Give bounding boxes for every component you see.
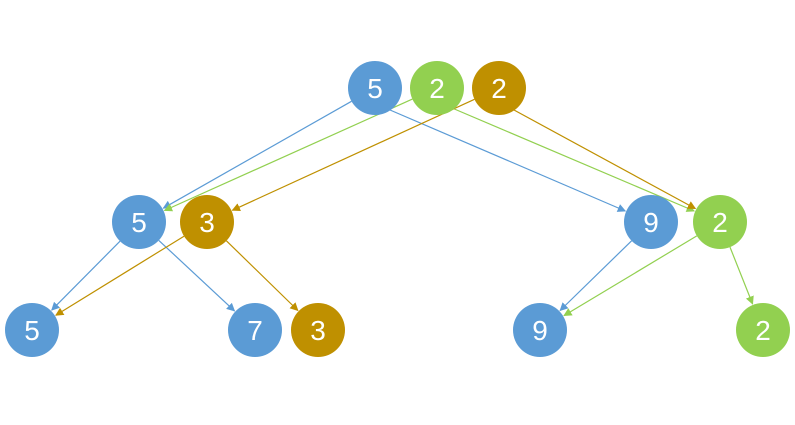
node-label: 7 <box>247 315 263 346</box>
node-circle <box>513 303 567 357</box>
edge-right-green-to-right-right-green <box>729 246 754 305</box>
node-root-gold: 2 <box>472 61 526 115</box>
node-right-right-green: 2 <box>736 303 790 357</box>
edge-root-gold-to-right-green <box>513 109 697 210</box>
node-label: 3 <box>199 207 215 238</box>
node-label: 2 <box>755 315 771 346</box>
node-label: 5 <box>24 315 40 346</box>
node-label: 9 <box>532 315 548 346</box>
node-label: 5 <box>367 73 383 104</box>
node-circle <box>624 195 678 249</box>
edge-root-green-to-right-green <box>451 107 695 212</box>
edge-root-gold-to-left-gold <box>231 98 475 211</box>
edge-right-green-to-right-left-blue <box>563 235 698 317</box>
edge-root-green-to-left-blue <box>163 98 413 212</box>
node-left-blue: 5 <box>112 195 166 249</box>
node-right-green: 2 <box>693 195 747 249</box>
node-label: 2 <box>429 73 445 104</box>
node-right-blue: 9 <box>624 195 678 249</box>
edge-left-gold-to-left-right-gold <box>225 240 299 312</box>
node-left-right-blue: 7 <box>228 303 282 357</box>
edge-left-blue-to-left-right-blue <box>158 239 236 312</box>
nodes-layer: 5 2 2 5 3 9 2 5 7 3 9 2 <box>5 61 790 357</box>
node-label: 2 <box>712 207 728 238</box>
node-circle <box>410 61 464 115</box>
edge-root-blue-to-right-blue <box>389 109 627 212</box>
edge-right-blue-to-right-left-blue <box>559 240 633 312</box>
edges-layer <box>51 98 754 317</box>
node-left-gold: 3 <box>180 195 234 249</box>
node-circle <box>693 195 747 249</box>
edge-left-gold-to-left-left-blue <box>55 235 185 316</box>
node-left-right-gold: 3 <box>291 303 345 357</box>
node-label: 5 <box>131 207 147 238</box>
node-circle <box>291 303 345 357</box>
node-circle <box>228 303 282 357</box>
node-root-green: 2 <box>410 61 464 115</box>
node-circle <box>348 61 402 115</box>
node-root-blue: 5 <box>348 61 402 115</box>
node-label: 3 <box>310 315 326 346</box>
edge-root-blue-to-left-blue <box>162 100 352 209</box>
node-circle <box>180 195 234 249</box>
node-circle <box>5 303 59 357</box>
node-label: 2 <box>491 73 507 104</box>
node-circle <box>112 195 166 249</box>
node-label: 9 <box>643 207 659 238</box>
node-left-left-blue: 5 <box>5 303 59 357</box>
node-circle <box>736 303 790 357</box>
edge-left-blue-to-left-left-blue <box>51 240 121 311</box>
node-right-left-blue: 9 <box>513 303 567 357</box>
node-circle <box>472 61 526 115</box>
